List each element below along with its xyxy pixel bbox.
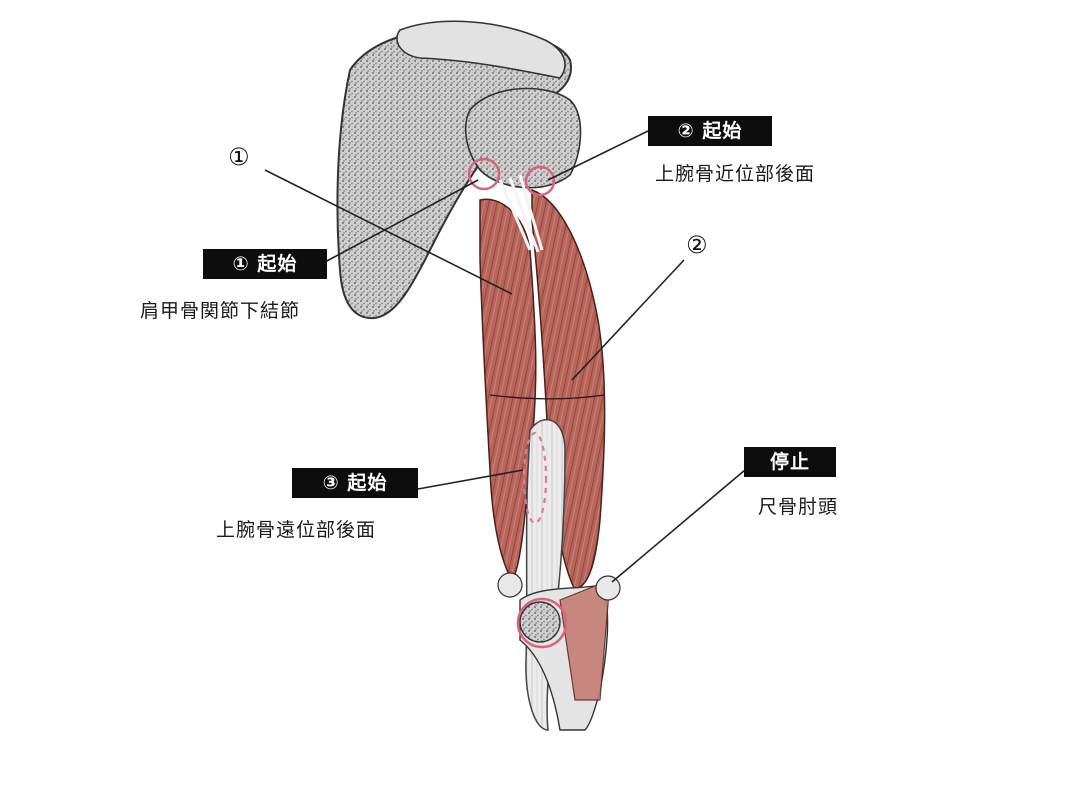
triceps-tendon-line (489, 394, 605, 400)
leader-insertion (611, 469, 746, 583)
origin-2-caption: 上腕骨近位部後面 (655, 163, 816, 185)
origin-3-caption: 上腕骨遠位部後面 (216, 519, 377, 541)
leader-origin-2 (547, 130, 649, 181)
insertion-caption: 尺骨肘頭 (758, 496, 839, 518)
origin-3-tag: ③ 起始 (292, 468, 418, 498)
origin-3-dashed-outline (522, 431, 548, 525)
olecranon (519, 601, 561, 643)
leader-origin-3 (417, 469, 524, 490)
origin-2-circle (524, 165, 556, 197)
acromion (396, 20, 566, 79)
origin-2-tag: ② 起始 (648, 116, 772, 146)
marker-1: ① (228, 143, 250, 171)
marker-2: ② (686, 231, 708, 259)
origin-1-caption: 肩甲骨関節下結節 (140, 300, 301, 322)
leader-marker-2 (571, 259, 685, 381)
anconeus (559, 579, 611, 701)
triceps-lateral-head (531, 188, 606, 591)
insertion-circle (516, 597, 568, 649)
leader-marker-1 (264, 169, 513, 295)
origin-1-tag: ① 起始 (203, 249, 327, 279)
leader-origin-1 (324, 179, 479, 263)
insertion-tag: 停止 (744, 447, 836, 477)
origin-1-circle (467, 157, 501, 191)
triceps-long-head (479, 198, 537, 582)
